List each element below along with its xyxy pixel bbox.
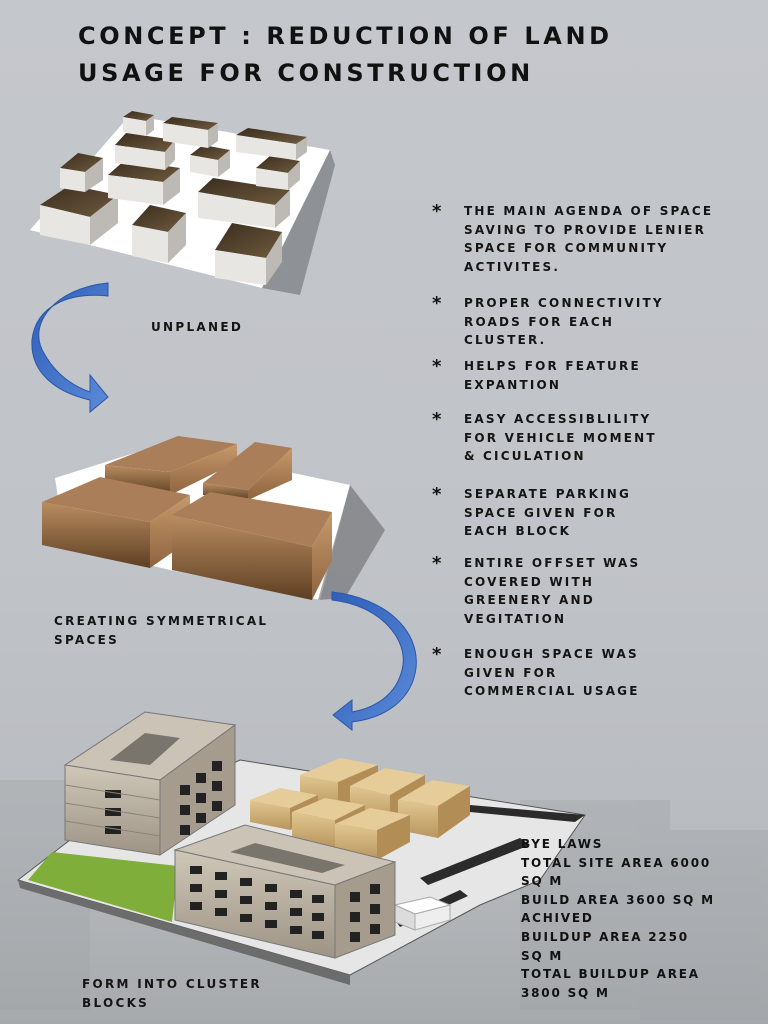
bye-laws-line: SQ M — [521, 874, 564, 889]
bullet-line: ROADS FOR EACH — [464, 314, 615, 329]
unplanned-box — [40, 185, 118, 245]
stage-label-text: UNPLANED — [151, 320, 244, 334]
curved-arrow-icon — [31, 282, 109, 414]
bullet-line: COVERED WITH — [464, 574, 595, 589]
page-title: CONCEPT : REDUCTION OF LAND USAGE FOR CO… — [78, 18, 738, 92]
background-buildings — [0, 780, 768, 1020]
parking-structures — [393, 896, 452, 931]
stage-label-unplaned: UNPLANED — [151, 318, 243, 337]
curved-arrow-icon — [331, 591, 417, 732]
bullet-line: CLUSTER. — [464, 333, 547, 348]
stage-label-text: BLOCKS — [82, 995, 150, 1010]
bullet-line: GIVEN FOR — [464, 665, 558, 680]
bullet-line: EACH BLOCK — [464, 524, 572, 539]
bye-laws-line: BUILDUP AREA 2250 — [521, 929, 689, 944]
unplanned-box — [190, 145, 230, 177]
bullet-line: SEPARATE PARKING — [464, 487, 632, 501]
bullet-asterisk-icon: * — [432, 293, 442, 314]
tan-cluster-blocks — [250, 758, 470, 860]
bullet-line: ACTIVITES. — [464, 259, 561, 274]
bye-laws-line: TOTAL BUILDUP AREA — [521, 967, 700, 982]
bullet-asterisk-icon: * — [432, 484, 442, 505]
stage-label-cluster: FORM INTO CLUSTER BLOCKS — [82, 975, 262, 1012]
bullet-line: HELPS FOR FEATURE — [464, 359, 641, 373]
bullet-line: ENOUGH SPACE WAS — [464, 647, 639, 661]
bye-laws-line: TOTAL SITE AREA 6000 — [521, 855, 712, 870]
bullet-asterisk-icon: * — [432, 201, 442, 222]
bullet-line: SPACE FOR COMMUNITY — [464, 241, 669, 256]
bullet-line: GREENERY AND — [464, 593, 595, 608]
bullet-asterisk-icon: * — [432, 356, 442, 377]
bullet-line: SPACE GIVEN FOR — [464, 505, 618, 520]
bullet-line: PROPER CONNECTIVITY — [464, 296, 664, 310]
bullet-line: THE MAIN AGENDA OF SPACE — [464, 204, 714, 218]
unplanned-box — [115, 133, 175, 170]
unplanned-box — [198, 178, 290, 228]
cluster-site-model — [16, 711, 586, 985]
bullet-asterisk-icon: * — [432, 553, 442, 574]
unplanned-box — [163, 117, 218, 148]
unplanned-box — [108, 160, 180, 205]
stage-label-text: CREATING SYMMETRICAL — [54, 614, 269, 628]
bye-laws-panel: BYE LAWS TOTAL SITE AREA 6000 SQ M BUILD… — [521, 835, 715, 1002]
apartment-block-front — [173, 824, 397, 959]
unplanned-box — [215, 223, 282, 285]
bye-laws-line: SQ M — [521, 948, 564, 963]
bullet-line: ENTIRE OFFSET WAS — [464, 556, 641, 570]
bullet-line: FOR VEHICLE MOMENT — [464, 430, 657, 445]
unplanned-box — [123, 111, 154, 136]
unplanned-box — [60, 153, 103, 192]
symmetrical-site-model — [42, 436, 385, 600]
title-line-1: CONCEPT : REDUCTION OF LAND — [78, 22, 613, 50]
bye-laws-line: 3800 SQ M — [521, 985, 610, 1000]
bullet-line: COMMERCIAL USAGE — [464, 684, 640, 699]
bullet-line: SAVING TO PROVIDE LENIER — [464, 222, 707, 237]
unplanned-box — [236, 128, 307, 160]
stage-label-text: SPACES — [54, 632, 120, 647]
stage-label-symmetrical: CREATING SYMMETRICAL SPACES — [54, 612, 268, 649]
bye-laws-line: ACHIVED — [521, 911, 594, 926]
bullet-line: & CICULATION — [464, 449, 586, 464]
lawn-area — [28, 852, 178, 922]
bye-laws-line: BUILD AREA 3600 SQ M — [521, 892, 715, 907]
unplanned-site-model — [30, 111, 335, 295]
unplanned-box — [256, 156, 300, 190]
bullet-line: EXPANTION — [464, 377, 562, 392]
title-line-2: USAGE FOR CONSTRUCTION — [78, 59, 534, 87]
bullet-asterisk-icon: * — [432, 644, 442, 665]
bullet-line: EASY ACCESSIBLILITY — [464, 412, 652, 426]
bullet-asterisk-icon: * — [432, 409, 442, 430]
bullet-line: VEGITATION — [464, 611, 567, 626]
bye-laws-heading: BYE LAWS — [521, 837, 604, 851]
unplanned-box — [132, 205, 186, 263]
stage-label-text: FORM INTO CLUSTER — [82, 977, 262, 991]
apartment-block-left — [63, 711, 237, 856]
